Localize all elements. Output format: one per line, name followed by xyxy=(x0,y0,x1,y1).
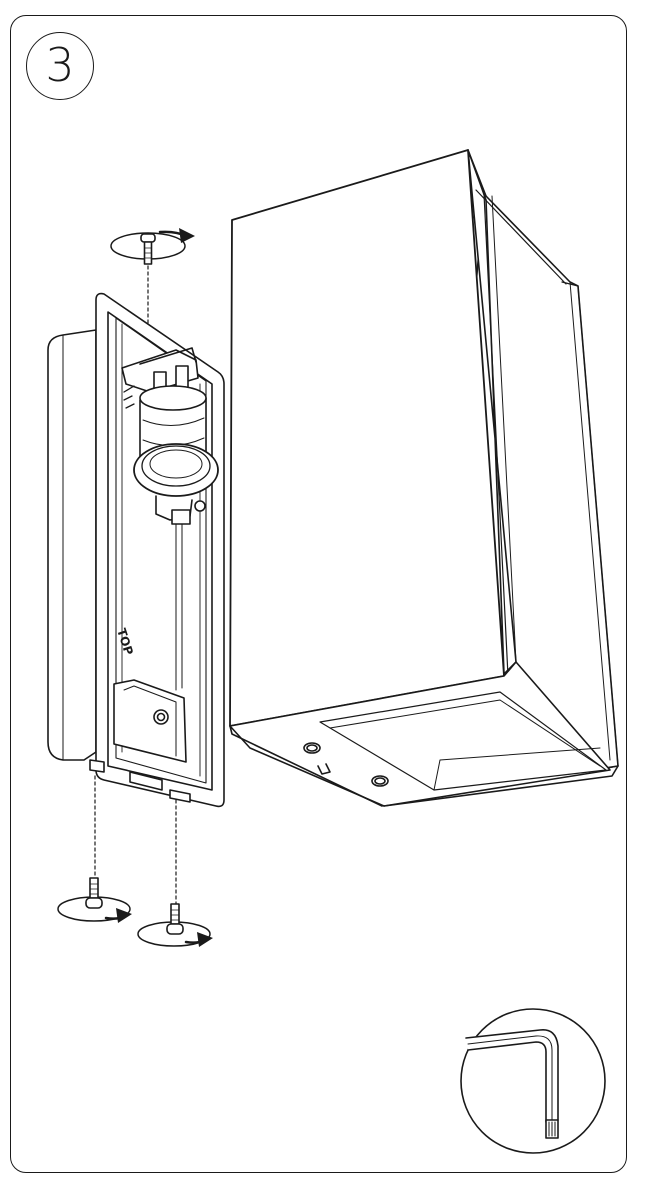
instruction-panel xyxy=(10,15,627,1173)
lamp-housing xyxy=(229,149,619,807)
rotate-arrow-icon xyxy=(104,908,132,923)
mounting-bracket: TOP xyxy=(47,292,225,808)
top-screw xyxy=(110,232,186,351)
step-badge: 3 xyxy=(26,32,94,100)
rotate-arrow-icon xyxy=(158,228,195,243)
step-number: 3 xyxy=(45,38,75,92)
rotate-arrow-icon xyxy=(184,932,213,947)
allen-key-icon xyxy=(460,1008,606,1154)
bottom-right-screw xyxy=(137,799,211,947)
bottom-left-screw xyxy=(57,775,131,922)
